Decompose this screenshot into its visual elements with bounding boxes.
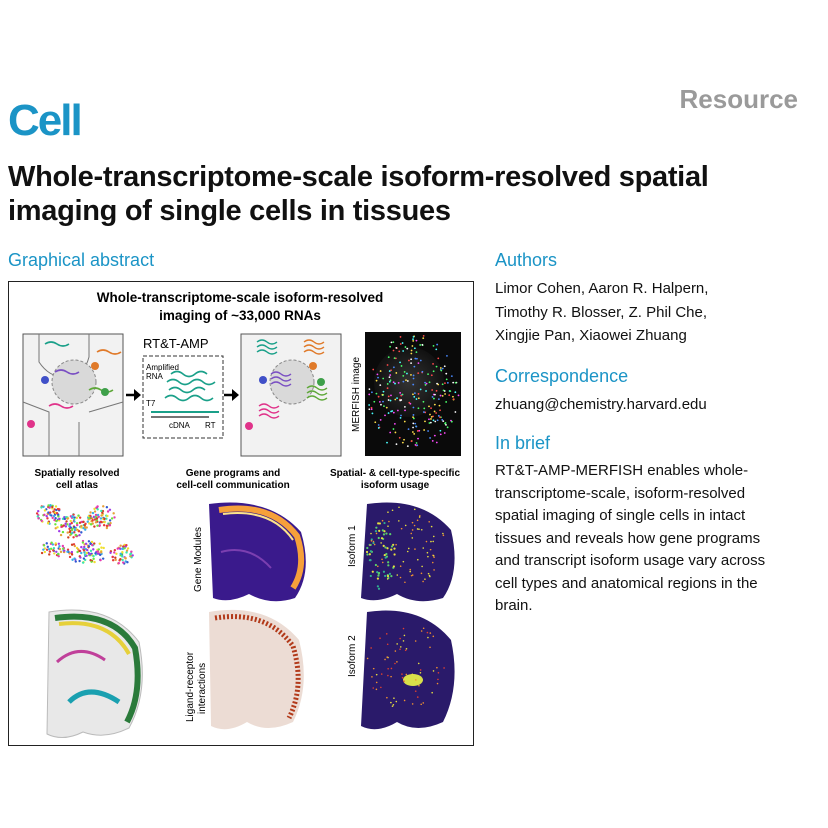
article-type-label: Resource xyxy=(679,84,799,114)
svg-text:Spatial- & cell-type-specific: Spatial- & cell-type-specific xyxy=(330,468,460,479)
graphical-abstract-figure: Whole-transcriptome-scale isoform-resolv… xyxy=(8,281,474,746)
in-brief-line: cell types and anatomical regions in the xyxy=(495,574,758,592)
graphical-abstract-label: Graphical abstract xyxy=(8,250,155,270)
atlas-brain xyxy=(46,609,143,738)
ga-heading-1: Whole-transcriptome-scale isoform-resolv… xyxy=(97,290,384,305)
method-box xyxy=(142,355,224,439)
correspondence-heading: Correspondence xyxy=(495,366,629,386)
ga-heading-2: imaging of ~33,000 RNAs xyxy=(159,308,321,323)
svg-text:Spatially resolved: Spatially resolved xyxy=(34,468,119,479)
cell-schematic-before xyxy=(22,333,124,457)
article-title: Whole-transcriptome-scale isoform-resolv… xyxy=(8,161,709,227)
authors-section: Authors Limor Cohen, Aaron R. Halpern, T… xyxy=(495,250,815,348)
authors-line-2: Timothy R. Blosser, Z. Phil Che, xyxy=(495,303,708,321)
svg-text:T7: T7 xyxy=(146,399,156,408)
correspondence-section: Correspondence zhuang@chemistry.harvard.… xyxy=(495,366,815,417)
authors-line-3: Xingjie Pan, Xiaowei Zhuang xyxy=(495,327,687,344)
svg-text:interactions: interactions xyxy=(197,663,208,714)
svg-text:cDNA: cDNA xyxy=(169,421,191,430)
svg-text:cell atlas: cell atlas xyxy=(56,480,99,491)
gene-modules-brain xyxy=(209,502,306,602)
graphical-abstract-svg: Whole-transcriptome-scale isoform-resolv… xyxy=(22,290,461,738)
umap-atlas xyxy=(35,504,134,565)
in-brief-line: and transcript isoform usage vary across xyxy=(495,552,766,569)
svg-text:isoform usage: isoform usage xyxy=(361,480,430,491)
svg-text:RNA: RNA xyxy=(146,372,164,381)
cell-logo: Cell xyxy=(8,96,83,145)
svg-text:Amplified: Amplified xyxy=(146,363,179,372)
in-brief-line: brain. xyxy=(495,597,533,614)
authors-line-1: Limor Cohen, Aaron R. Halpern, xyxy=(495,280,709,297)
merfish-label: MERFISH image xyxy=(351,357,362,432)
authors-heading: Authors xyxy=(495,250,558,270)
svg-text:cell-cell communication: cell-cell communication xyxy=(176,480,289,491)
in-brief-line: RT&T-AMP-MERFISH enables whole- xyxy=(495,462,749,479)
correspondence-email[interactable]: zhuang@chemistry.harvard.edu xyxy=(495,396,707,413)
in-brief-section: In brief RT&T-AMP-MERFISH enables whole-… xyxy=(495,433,815,618)
in-brief-heading: In brief xyxy=(495,433,551,453)
cell-schematic-after xyxy=(240,333,342,457)
svg-text:Isoform 2: Isoform 2 xyxy=(347,635,358,677)
in-brief-line: tissues and reveals how gene programs xyxy=(495,529,761,547)
svg-text:Gene programs and: Gene programs and xyxy=(186,468,280,479)
svg-text:Isoform 1: Isoform 1 xyxy=(347,525,358,567)
isoform2-brain xyxy=(361,610,455,730)
in-brief-line: transcriptome-scale, isoform-resolved xyxy=(495,484,746,502)
method-label: RT&T-AMP xyxy=(143,336,209,351)
svg-text:Ligand-receptor: Ligand-receptor xyxy=(185,651,196,722)
svg-text:RT: RT xyxy=(205,421,216,430)
ligand-receptor-brain xyxy=(209,609,304,730)
svg-text:Gene Modules: Gene Modules xyxy=(193,527,204,592)
in-brief-line: spatial imaging of single cells in intac… xyxy=(495,507,746,524)
